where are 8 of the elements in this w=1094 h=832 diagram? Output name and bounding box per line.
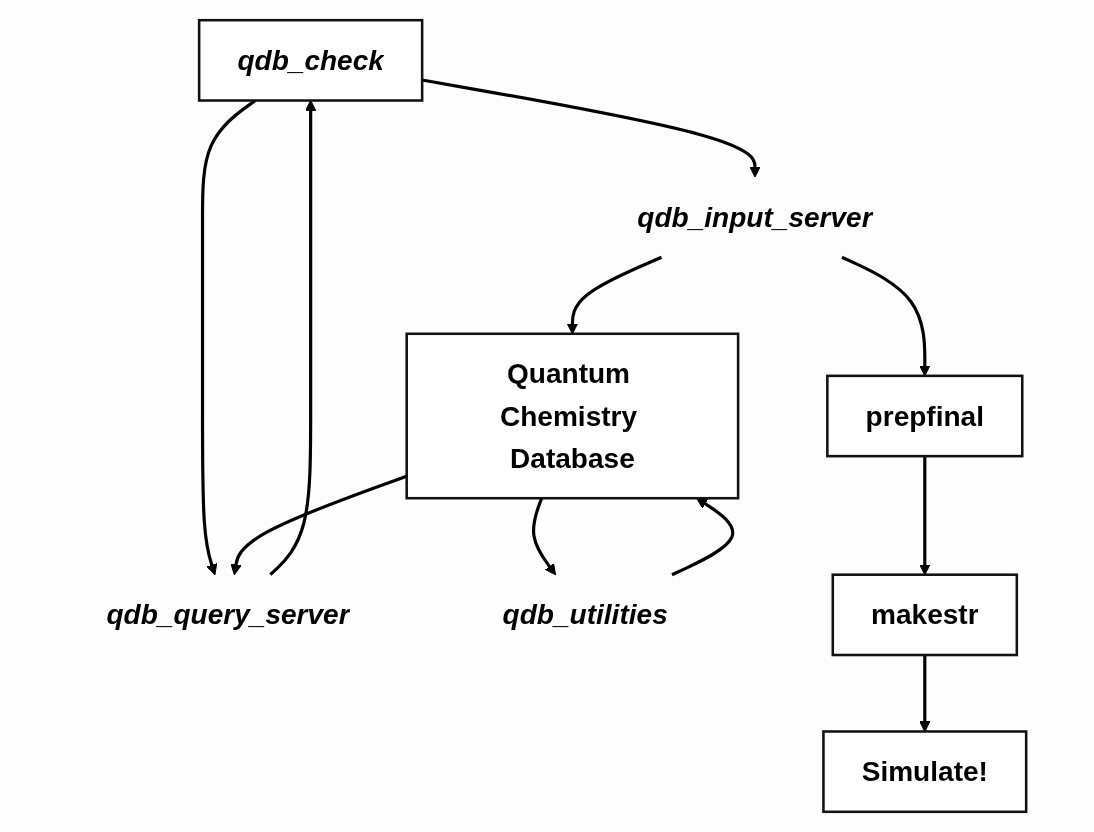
node-box: makestr [831, 573, 1018, 657]
arrow [269, 100, 317, 576]
node-box: Simulate! [822, 730, 1028, 814]
arrow [421, 78, 761, 178]
node-box: prepfinal [825, 374, 1024, 458]
node-box: Quantum Chemistry Database [405, 332, 740, 500]
arrow [919, 655, 931, 732]
node-text: qdb_utilities [502, 598, 668, 631]
